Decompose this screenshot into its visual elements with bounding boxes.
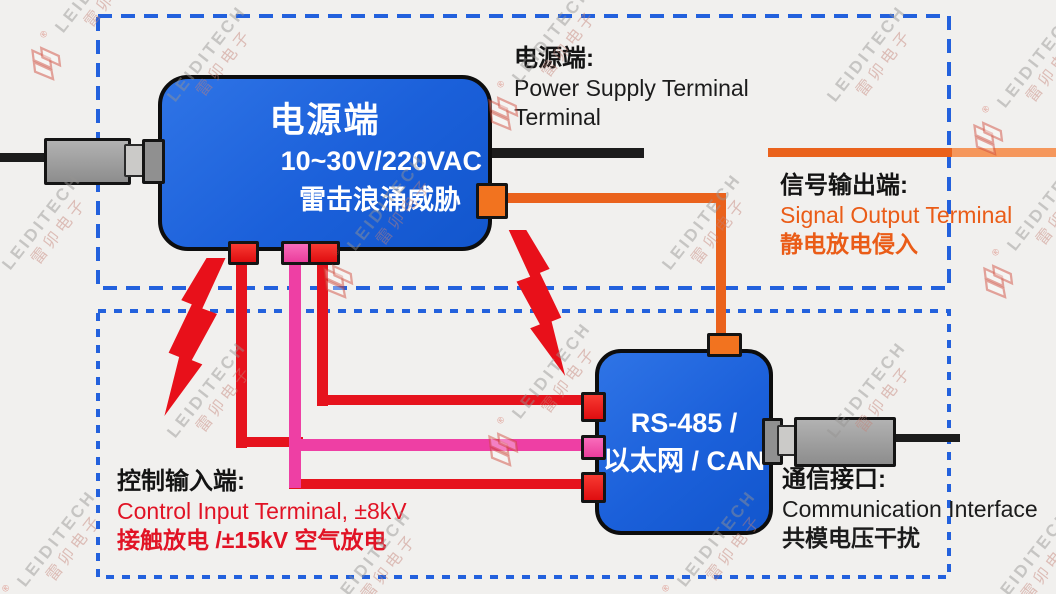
signal-wire-horizontal (496, 193, 726, 203)
control-input-label: 控制输入端: Control Input Terminal, ±8kV 接触放电… (117, 467, 407, 555)
lightning-bolt-icon (164, 258, 226, 416)
control-wire-red-3-vertical (317, 255, 328, 406)
signal-output-label: 信号输出端: Signal Output Terminal 静电放电侵入 (780, 171, 1012, 259)
control-input-line3: 接触放电 /±15kV 空气放电 (117, 527, 387, 553)
signal-output-line3: 静电放电侵入 (780, 231, 918, 257)
power-input-wire-black (0, 153, 45, 162)
rs485-box-line2: 以太网 / CAN (603, 446, 765, 476)
control-wire-red-3-horizontal (317, 395, 587, 405)
control-input-heading: 控制输入端: (117, 468, 245, 495)
control-wire-pink-vertical (289, 255, 301, 488)
power-terminal-heading: 电源端: (514, 45, 594, 72)
control-wire-red-2-horizontal (289, 479, 592, 489)
rs485-input-port-pink (581, 435, 606, 460)
rs485-signal-input-port (707, 333, 742, 357)
communication-line2: Communication Interface (782, 496, 1038, 522)
control-wire-red-1-horizontal (236, 437, 303, 447)
power-box-threat: 雷击浪涌威胁 (299, 185, 461, 215)
communication-heading: 通信接口: (782, 466, 886, 493)
rs485-box-line1: RS-485 / (630, 408, 738, 438)
power-terminal-label: 电源端: Power Supply Terminal Terminal (514, 44, 749, 132)
control-port-red-2 (308, 241, 340, 265)
control-input-line2: Control Input Terminal, ±8kV (117, 498, 407, 524)
signal-output-heading: 信号输出端: (780, 172, 908, 199)
power-input-plug (44, 138, 131, 185)
lightning-bolt-icon (508, 230, 566, 376)
control-port-red-1 (228, 241, 259, 265)
rs485-input-port-red-2 (581, 472, 606, 503)
communication-label: 通信接口: Communication Interface 共模电压干扰 (782, 465, 1038, 553)
signal-output-line2: Signal Output Terminal (780, 202, 1013, 228)
signal-output-port (476, 183, 508, 219)
power-terminal-line2: Power Supply Terminal (514, 75, 749, 101)
rs485-device-box: RS-485 / 以太网 / CAN (595, 349, 773, 535)
comm-plug (794, 417, 896, 467)
comm-wire-black (886, 434, 960, 442)
power-output-wire-black (478, 148, 644, 158)
power-output-wire-orange-tail (952, 148, 1056, 157)
communication-line3: 共模电压干扰 (782, 525, 920, 551)
power-input-socket (142, 139, 165, 184)
control-wire-pink-horizontal (295, 439, 597, 451)
control-wire-red-1-vertical (236, 255, 247, 448)
power-terminal-line3: Terminal (514, 104, 601, 130)
power-box-title: 电源端 (269, 101, 381, 140)
power-box-voltage: 10~30V/220VAC (280, 146, 482, 176)
power-supply-device-box: 电源端 10~30V/220VAC 雷击浪涌威胁 (158, 75, 492, 251)
power-output-wire-orange (768, 148, 954, 157)
signal-wire-vertical (716, 193, 726, 343)
rs485-input-port-red-1 (581, 392, 606, 422)
control-zone-dashed-border (96, 309, 951, 579)
